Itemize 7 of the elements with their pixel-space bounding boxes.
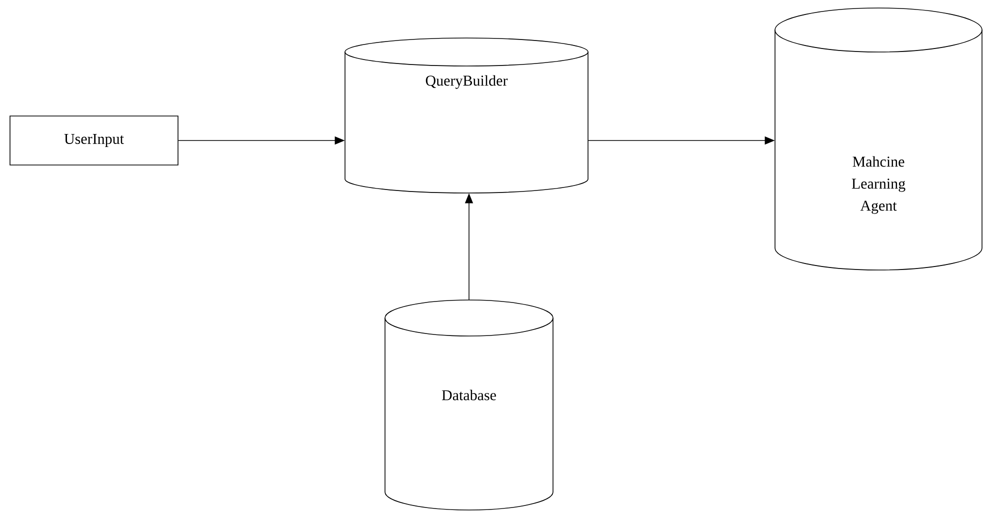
process-box: UserInput bbox=[10, 116, 178, 166]
node-label: Mahcine Learning Agent bbox=[852, 156, 906, 214]
cylinder: Mahcine Learning Agent bbox=[774, 8, 982, 270]
node-label: Database bbox=[442, 390, 496, 400]
node-label: QueryBuilder bbox=[426, 75, 508, 89]
cylinder: Database bbox=[384, 300, 554, 510]
cylinder: QueryBuilder bbox=[344, 38, 588, 194]
